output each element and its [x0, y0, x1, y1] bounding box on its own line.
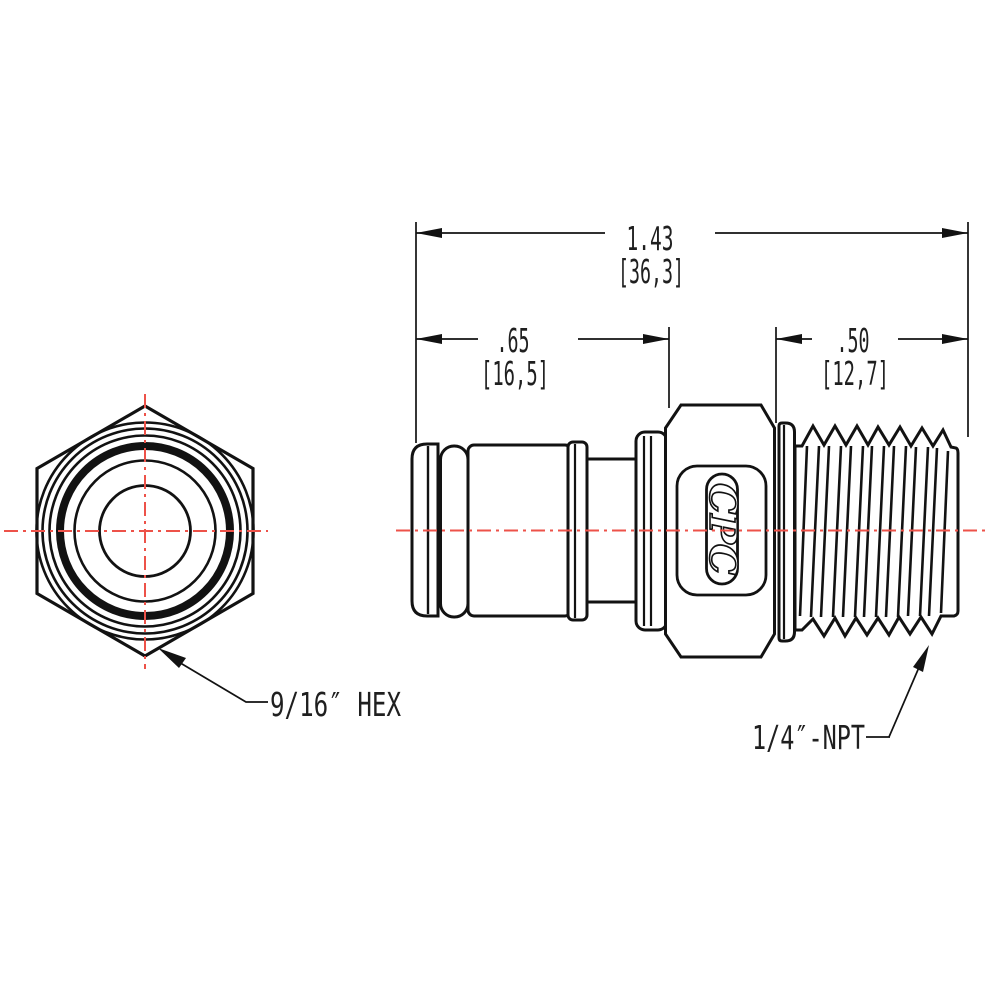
- dim-thread-arrow-right: [942, 334, 968, 344]
- hex-leader-arrowhead: [158, 648, 186, 668]
- dim-body-mm: [16,5]: [481, 354, 549, 393]
- hex-leader-line: [171, 657, 268, 703]
- dim-thread-mm: [12,7]: [821, 354, 889, 393]
- hex-callout: 9/16″ HEX: [158, 648, 401, 724]
- dim-body: .65 [16,5]: [416, 321, 669, 393]
- dimensions: 1.43 [36,3] .65 [16,5] .50 [12,7]: [415, 219, 969, 443]
- dim-thread-inches: .50: [837, 321, 870, 360]
- npt-leader-line: [888, 664, 921, 738]
- dim-overall-arrow-right: [942, 228, 968, 238]
- callouts: 9/16″ HEX 1/4″-NPT: [158, 645, 929, 757]
- dim-thread-arrow-left: [776, 334, 802, 344]
- npt-callout: 1/4″-NPT: [752, 645, 929, 757]
- dim-body-arrow-right: [643, 334, 669, 344]
- npt-leader-arrowhead: [913, 645, 929, 672]
- dim-thread: .50 [12,7]: [776, 321, 968, 393]
- thread-washer: [777, 421, 796, 643]
- logo-badge: [705, 472, 739, 586]
- centerlines: [4, 394, 985, 669]
- npt-callout-text: 1/4″-NPT: [752, 718, 865, 757]
- dim-overall: 1.43 [36,3]: [416, 219, 968, 291]
- logo-text: CPC: [701, 483, 745, 576]
- dim-body-arrow-left: [416, 334, 442, 344]
- dim-overall-inches: 1.43: [627, 219, 674, 258]
- dim-body-inches: .65: [497, 321, 530, 360]
- dim-overall-mm: [36,3]: [618, 252, 684, 291]
- hex-callout-text: 9/16″ HEX: [270, 685, 401, 724]
- dim-overall-arrow-left: [416, 228, 442, 238]
